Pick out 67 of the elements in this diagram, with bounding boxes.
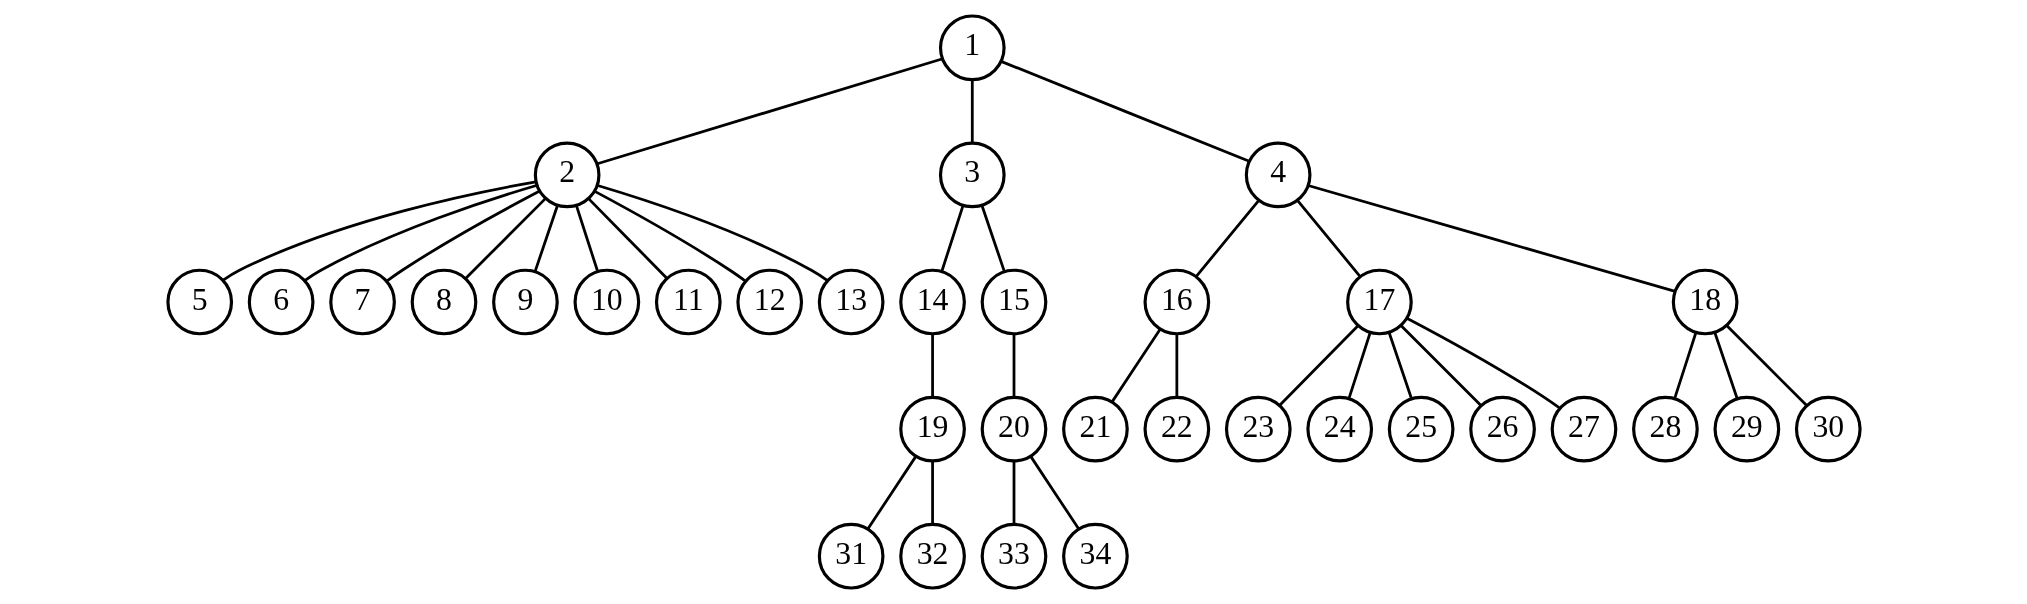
node-circle: 1 (938, 14, 1006, 82)
connector (970, 79, 974, 143)
node-circle: 6 (247, 268, 314, 336)
node-circle: 15 (980, 268, 1047, 336)
connector (1673, 332, 1697, 399)
connector (1725, 325, 1807, 407)
node-circle: 22 (1143, 395, 1210, 463)
node-circle: 26 (1468, 395, 1536, 463)
node-circle: 4 (1244, 141, 1311, 209)
node-circle: 20 (980, 395, 1047, 463)
connector (464, 197, 546, 280)
node-circle: 18 (1671, 268, 1738, 336)
node-circle: 7 (328, 268, 396, 336)
connector (1296, 199, 1361, 278)
node-circle: 16 (1143, 268, 1210, 336)
node-circle: 12 (735, 268, 803, 336)
node-circle: 31 (817, 522, 884, 590)
connector (980, 205, 1006, 273)
connector (1029, 455, 1080, 530)
connector (1174, 333, 1178, 397)
connector (940, 205, 964, 272)
connector (574, 205, 599, 272)
connector (221, 180, 536, 282)
node-circle: 13 (817, 268, 884, 336)
node-circle: 14 (898, 268, 966, 336)
connector (596, 184, 828, 282)
connector (1278, 325, 1359, 407)
node-circle: 9 (491, 268, 559, 336)
node-circle: 28 (1631, 395, 1699, 463)
connector (930, 333, 934, 397)
node-circle: 23 (1224, 395, 1292, 463)
node-circle: 27 (1550, 395, 1617, 463)
connector (303, 184, 537, 282)
connector (1012, 333, 1015, 397)
node-circle: 11 (654, 268, 722, 336)
connector (533, 205, 559, 273)
connector (593, 190, 746, 282)
connector (930, 460, 934, 524)
node-circle: 33 (980, 522, 1047, 590)
connector (1399, 325, 1482, 407)
node-circle: 30 (1794, 395, 1862, 463)
node-circle: 5 (165, 268, 233, 336)
connector (596, 57, 942, 166)
node-circle: 2 (533, 141, 600, 209)
node-circle: 17 (1345, 268, 1413, 336)
connector (1307, 184, 1676, 293)
connector (386, 189, 540, 282)
connector (1194, 199, 1260, 278)
connector (1347, 332, 1372, 399)
node-circle: 24 (1305, 395, 1373, 463)
connector (1405, 316, 1560, 409)
connector (1110, 328, 1161, 403)
node-circle: 8 (410, 268, 477, 336)
node-circle: 29 (1713, 395, 1780, 463)
node-circle: 25 (1387, 395, 1454, 463)
connector (1012, 460, 1015, 524)
connector (866, 455, 917, 530)
connector (1713, 332, 1739, 400)
node-circle: 19 (898, 395, 966, 463)
node-circle: 21 (1061, 395, 1129, 463)
node-circle: 32 (898, 522, 966, 590)
node-circle: 34 (1061, 522, 1129, 590)
node-circle: 3 (938, 141, 1006, 209)
connector (587, 197, 668, 280)
connector (1387, 332, 1413, 400)
node-circle: 10 (573, 268, 640, 336)
connector (1000, 60, 1250, 163)
